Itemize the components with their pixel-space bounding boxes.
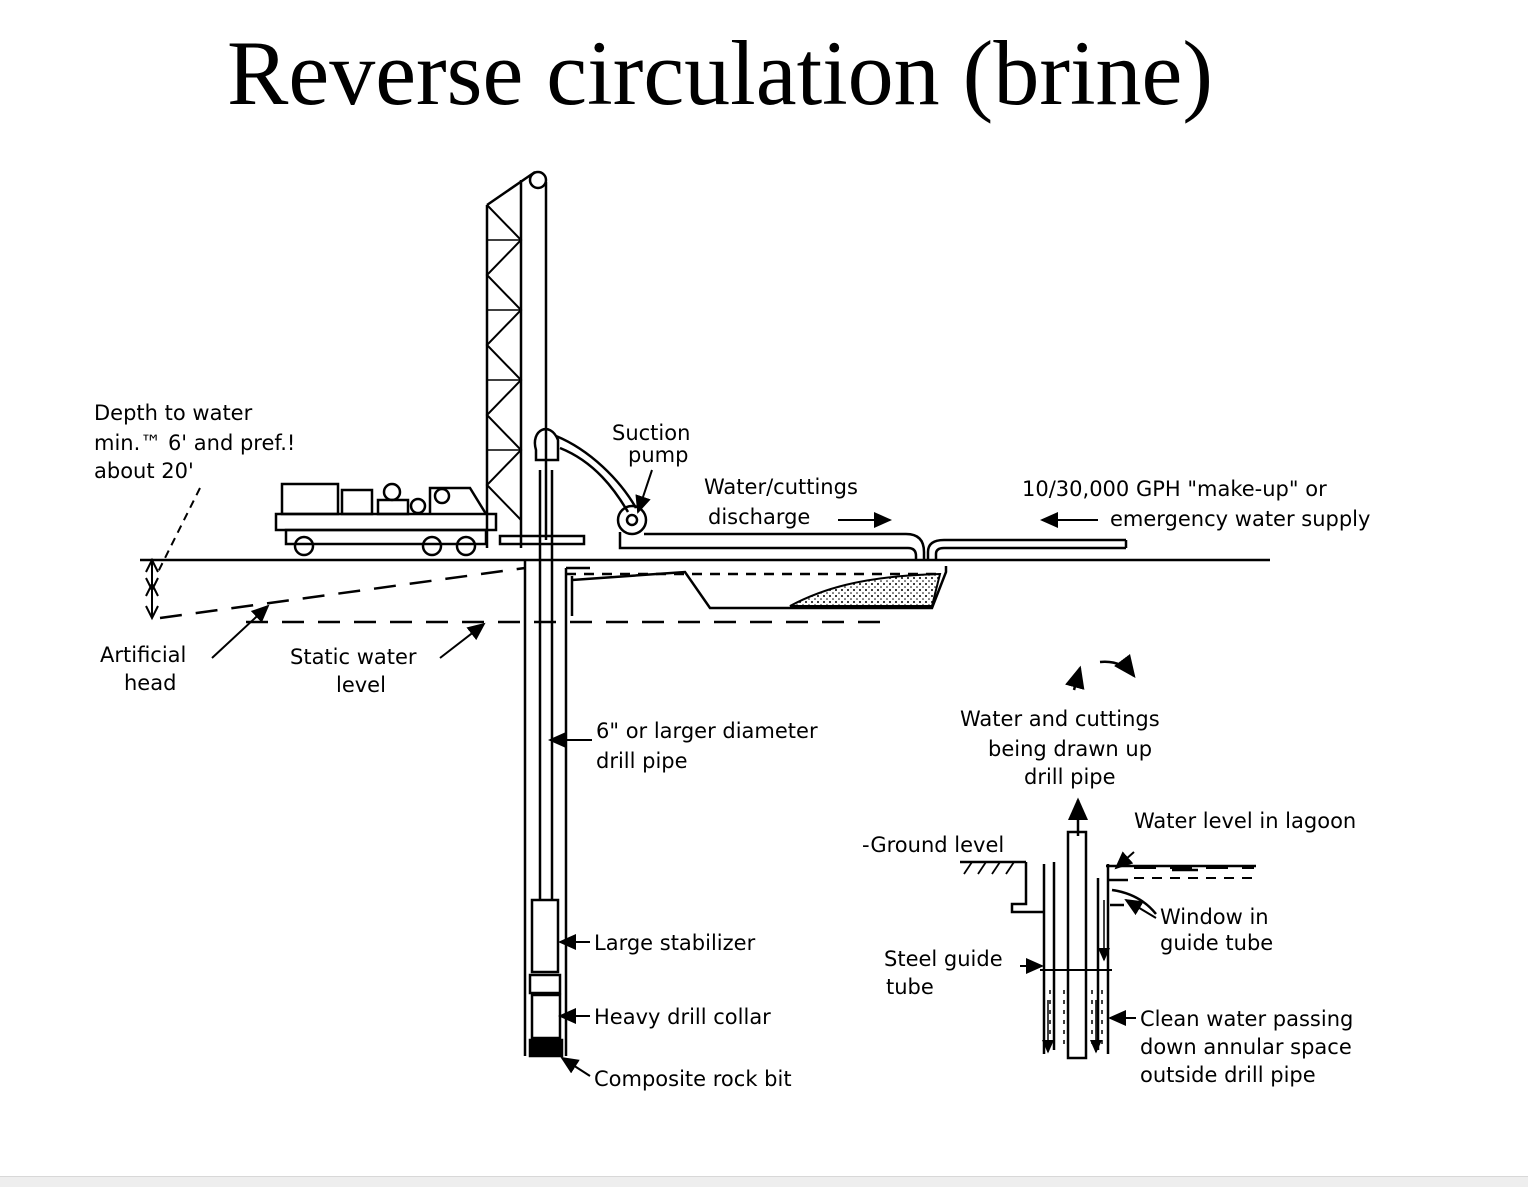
artificial-head-label: Artificial head	[100, 643, 186, 695]
svg-text:Static water: Static water	[290, 645, 417, 669]
svg-text:Suction: Suction	[612, 421, 690, 445]
svg-text:being drawn up: being drawn up	[988, 737, 1152, 761]
static-water-label: Static water level	[290, 645, 417, 697]
makeup-pipe	[926, 538, 1128, 560]
discharge-pipe	[618, 532, 926, 560]
discharge-label: Water/cuttings discharge	[704, 475, 858, 529]
bit-leader	[560, 1056, 591, 1077]
svg-text:min.™ 6' and pref.!: min.™ 6' and pref.!	[94, 431, 295, 455]
svg-text:guide tube: guide tube	[1160, 931, 1273, 955]
suction-pump	[616, 504, 648, 536]
svg-text:Water/cuttings: Water/cuttings	[704, 475, 858, 499]
svg-text:6" or larger diameter: 6" or larger diameter	[596, 719, 818, 743]
depth-label: Depth to water min.™ 6' and pref.! about…	[94, 401, 295, 483]
svg-text:outside drill pipe: outside drill pipe	[1140, 1063, 1316, 1087]
static-water-leader	[439, 622, 486, 659]
svg-text:about 20': about 20'	[94, 459, 194, 483]
svg-text:Depth to water: Depth to water	[94, 401, 253, 425]
drill-mast	[485, 170, 548, 548]
swivel-hose	[533, 428, 638, 513]
water-level-lagoon-label: Water level in lagoon	[1134, 809, 1356, 833]
svg-text:discharge: discharge	[708, 505, 810, 529]
svg-text:Steel guide: Steel guide	[884, 947, 1003, 971]
svg-text:drill pipe: drill pipe	[1024, 765, 1116, 789]
svg-text:Window in: Window in	[1160, 905, 1269, 929]
svg-text:Water and cuttings: Water and cuttings	[960, 707, 1160, 731]
svg-text:pump: pump	[628, 443, 688, 467]
svg-text:drill pipe: drill pipe	[596, 749, 688, 773]
drill-pipe-label: 6" or larger diameter drill pipe	[596, 719, 818, 773]
ground-level-label: -Ground level	[862, 833, 1004, 857]
slide-title: Reverse circulation (brine)	[227, 22, 1213, 124]
svg-text:emergency water supply: emergency water supply	[1110, 507, 1370, 531]
depth-arrows	[145, 487, 201, 621]
steel-guide-tube-label: Steel guide tube	[884, 947, 1003, 999]
svg-text:level: level	[336, 673, 386, 697]
drill-string	[523, 470, 590, 1058]
window-guide-tube-label: Window in guide tube	[1160, 905, 1273, 955]
water-cuttings-up-label: Water and cuttings being drawn up drill …	[960, 707, 1160, 789]
suction-pump-leader	[635, 469, 653, 514]
svg-text:Clean water passing: Clean water passing	[1140, 1007, 1353, 1031]
large-stabilizer-label: Large stabilizer	[594, 931, 756, 955]
heavy-drill-collar-label: Heavy drill collar	[594, 1005, 771, 1029]
svg-text:Artificial: Artificial	[100, 643, 186, 667]
suction-pump-label: Suction pump	[612, 421, 690, 467]
mud-pit	[570, 566, 948, 616]
clean-water-label: Clean water passing down annular space o…	[1140, 1007, 1353, 1087]
svg-text:down annular space: down annular space	[1140, 1035, 1352, 1059]
artificial-head-leader	[211, 604, 270, 659]
svg-text:tube: tube	[886, 975, 934, 999]
svg-text:10/30,000 GPH "make-up" or: 10/30,000 GPH "make-up" or	[1022, 477, 1327, 501]
svg-text:head: head	[124, 671, 176, 695]
water-levels	[159, 566, 940, 624]
detail-inset	[960, 654, 1256, 1060]
bottom-edge-bar	[0, 1176, 1528, 1187]
drill-truck	[274, 482, 586, 557]
makeup-label: 10/30,000 GPH "make-up" or emergency wat…	[1022, 477, 1370, 531]
composite-rock-bit-label: Composite rock bit	[594, 1067, 792, 1091]
